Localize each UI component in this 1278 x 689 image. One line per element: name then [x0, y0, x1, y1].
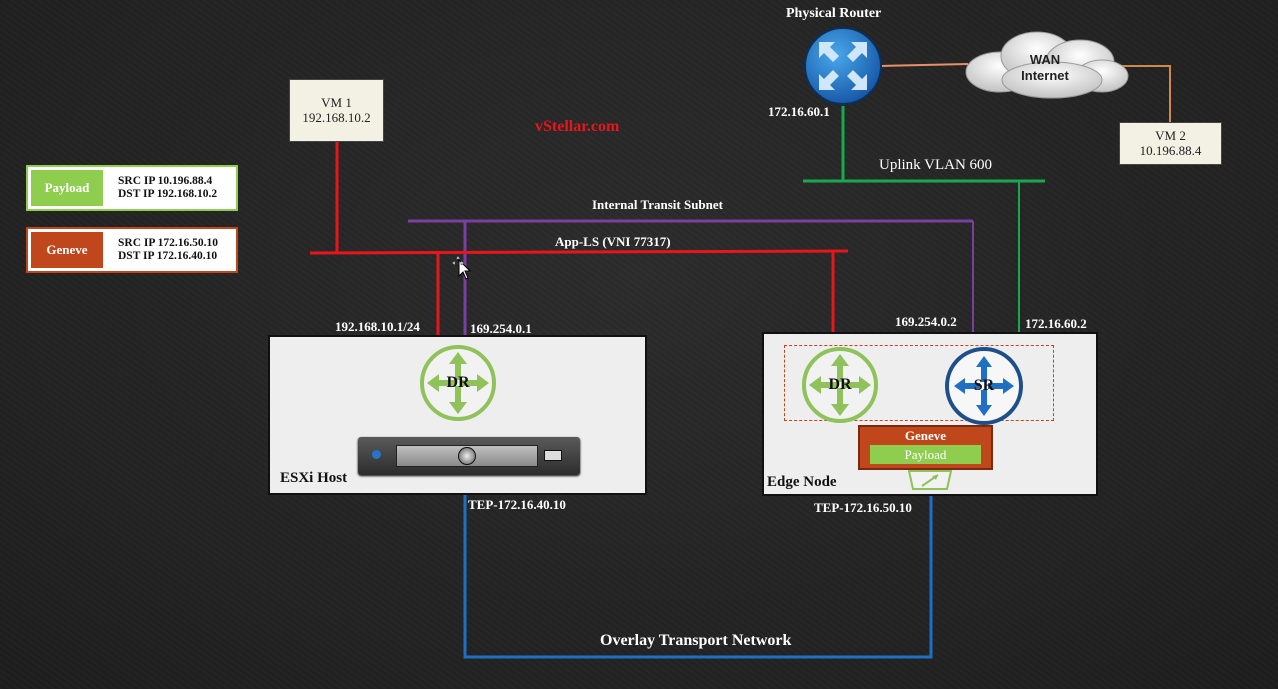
vm2-box: VM 2 10.196.88.4 — [1119, 122, 1222, 165]
edge-dr-label: DR — [828, 376, 852, 393]
esxi-dr-icon: DR — [420, 345, 496, 421]
edge-packet-inner: Payload — [870, 445, 981, 464]
esxi-transit-ip: 169.254.0.1 — [470, 321, 532, 336]
overlay-label: Overlay Transport Network — [600, 632, 792, 649]
vm2-ip: 10.196.88.4 — [1139, 143, 1202, 158]
legend-payload-src: SRC IP 10.196.88.4 — [118, 175, 213, 187]
legend-geneve-ips: SRC IP 172.16.50.10 DST IP 172.16.40.10 — [118, 237, 218, 263]
legend-geneve-dst: DST IP 172.16.40.10 — [118, 250, 218, 262]
transit-subnet-label: Internal Transit Subnet — [592, 197, 723, 212]
legend-payload-dst: DST IP 192.168.10.2 — [118, 188, 218, 200]
nic-icon — [908, 470, 952, 490]
esxi-server-icon — [358, 437, 580, 475]
legend-geneve-tag: Geneve — [31, 232, 103, 268]
wan-label-line1: WAN — [1029, 52, 1061, 67]
edge-sr-label: SR — [973, 377, 995, 394]
esxi-gateway-ip: 192.168.10.1/24 — [335, 319, 420, 334]
edge-packet-outer: Geneve — [904, 428, 947, 443]
vm1-ip: 192.168.10.2 — [302, 110, 371, 125]
router-ip: 172.16.60.1 — [768, 104, 830, 119]
edge-router-group — [784, 345, 1054, 421]
legend-payload-ips: SRC IP 10.196.88.4 DST IP 192.168.10.2 — [118, 175, 217, 201]
edge-node-title: Edge Node — [767, 474, 837, 490]
esxi-dr-label: DR — [446, 374, 470, 391]
mouse-cursor-icon — [451, 255, 472, 280]
legend-geneve-src: SRC IP 172.16.50.10 — [118, 237, 218, 249]
vm1-name: VM 1 — [321, 95, 352, 110]
vm1-box: VM 1 192.168.10.2 — [289, 79, 384, 142]
physical-router-title: Physical Router — [786, 6, 882, 21]
router-wan-link — [879, 63, 969, 67]
app-ls-line — [309, 249, 849, 255]
edge-uplink-ip: 172.16.60.2 — [1025, 316, 1087, 331]
legend-geneve: Geneve SRC IP 172.16.50.10 DST IP 172.16… — [26, 227, 238, 273]
router-icon — [804, 27, 882, 105]
uplink-vlan-label: Uplink VLAN 600 — [879, 157, 993, 173]
legend-payload-tag: Payload — [31, 170, 103, 206]
edge-sr-icon: SR — [945, 347, 1023, 425]
wan-label: WAN Internet — [1010, 52, 1080, 84]
wan-vm2-link — [1120, 65, 1171, 122]
watermark: vStellar.com — [535, 118, 620, 135]
edge-tep: TEP-172.16.50.10 — [814, 500, 912, 515]
legend-payload: Payload SRC IP 10.196.88.4 DST IP 192.16… — [26, 165, 238, 211]
esxi-host-title: ESXi Host — [280, 470, 348, 486]
app-ls-label: App-LS (VNI 77317) — [555, 234, 671, 249]
edge-transit-ip: 169.254.0.2 — [895, 314, 957, 329]
esxi-tep: TEP-172.16.40.10 — [468, 497, 566, 512]
edge-packet-geneve: Geneve Payload — [858, 425, 993, 470]
edge-dr-icon: DR — [802, 347, 878, 423]
wan-label-line2: Internet — [1021, 68, 1069, 83]
overlay-link — [463, 470, 933, 659]
wan-cloud-icon — [965, 31, 1129, 99]
vm2-name: VM 2 — [1155, 128, 1186, 143]
